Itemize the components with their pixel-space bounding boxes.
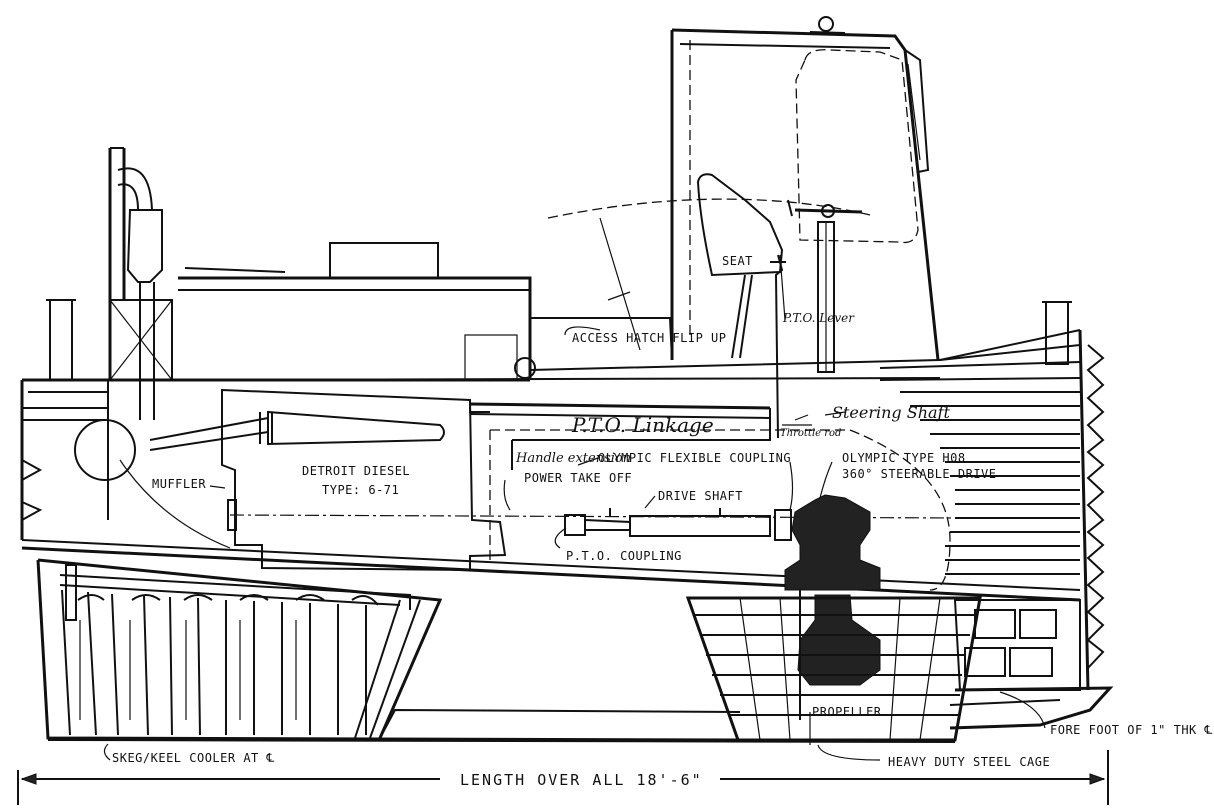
drive-type-label: OLYMPIC TYPE H08 [842,451,966,465]
engine-label: DETROIT DIESEL [302,464,410,478]
olympic-drive-unit [784,494,881,720]
pto-linkage [469,402,812,470]
seat-label: SEAT [722,254,753,268]
skeg-label: SKEG/KEEL COOLER AT ℄ [112,751,275,765]
leader-lines [103,254,1046,761]
pto-lever-label: P.T.O. Lever [782,311,855,325]
access-hatch [530,198,871,361]
muffler-label: MUFFLER [152,477,206,491]
pto-coupling-label: P.T.O. COUPLING [566,549,682,563]
pto-linkage-label: P.T.O. Linkage [571,413,714,437]
bow-fenders [879,361,1081,575]
power-take-off-label: POWER TAKE OFF [524,471,632,485]
throttle-rod-label: Throttle rod [780,428,841,439]
baseline [47,739,956,743]
drive-desc-label: 360° STEERABLE DRIVE [842,467,997,481]
steel-cage [685,596,1081,742]
drive-shaft-label: DRIVE SHAFT [658,489,743,503]
handle-extension-label: Handle extension [515,451,631,466]
wheelhouse [670,16,940,361]
propeller-label: PROPELLER [812,705,882,719]
hull [20,242,1105,691]
drive-dashed-outline [119,429,951,591]
steering-column [770,199,863,439]
engine-type-label: TYPE: 6-71 [322,483,399,497]
skeg-keel-cooler [36,558,741,742]
flexible-coupling-label: OLYMPIC FLEXIBLE COUPLING [598,451,791,465]
cage-label: HEAVY DUTY STEEL CAGE [888,755,1050,769]
access-hatch-label: ACCESS HATCH FLIP UP [572,331,727,345]
steering-shaft-label: Steering Shaft [832,403,950,422]
bollards [46,299,1072,381]
fore-foot-label: FORE FOOT OF 1" THK ℄ [1050,723,1213,737]
fore-foot [949,686,1114,730]
exhaust-stack [108,147,173,420]
length-label: LENGTH OVER ALL 18'-6" [460,771,703,789]
length-dimension: LENGTH OVER ALL 18'-6" [17,750,1109,805]
engine: DETROIT DIESEL TYPE: 6-71 [74,388,507,572]
